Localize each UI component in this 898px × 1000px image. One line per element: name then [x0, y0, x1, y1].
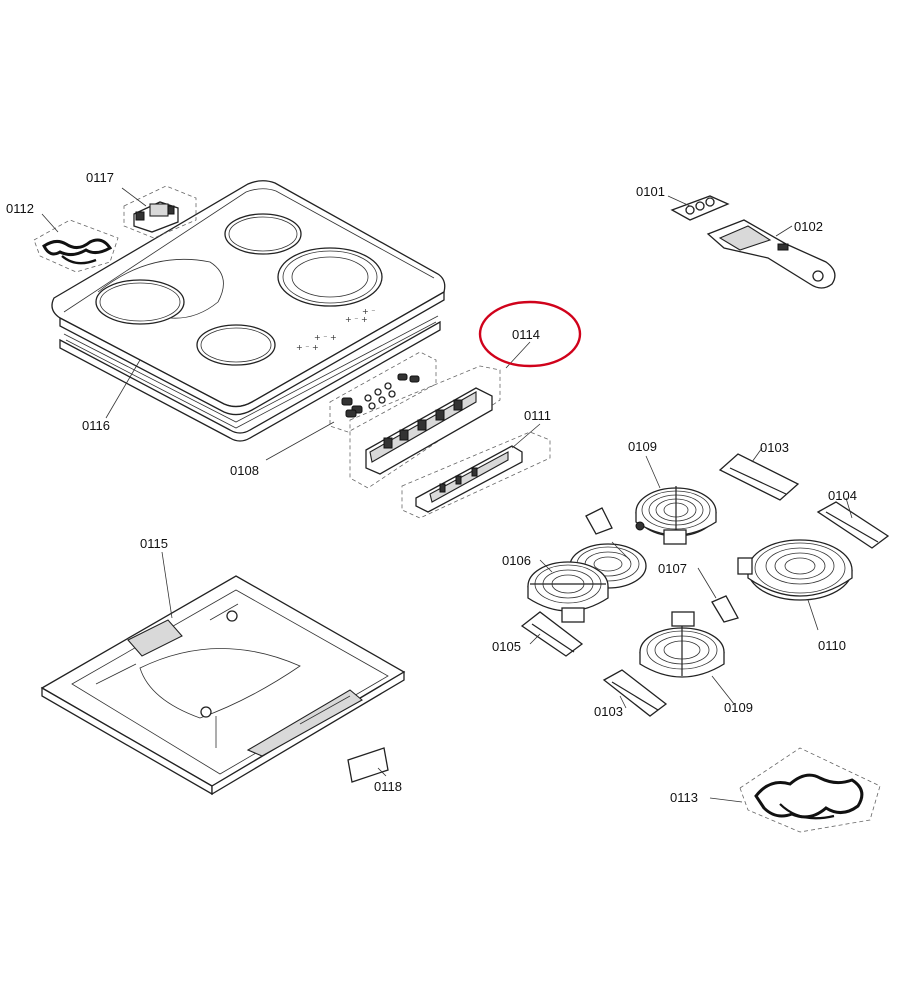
leader-lines [41, 187, 853, 803]
label-0106: 0106 [502, 553, 531, 568]
label-0116: 0116 [82, 418, 110, 433]
label-0105: 0105 [492, 639, 521, 654]
cable-harness-0113 [739, 747, 881, 833]
svg-text:+ ⁻ +: + ⁻ + [345, 315, 368, 324]
label-0115: 0115 [140, 536, 168, 551]
label-0113: 0113 [670, 790, 698, 805]
heating-element-0106-dual [527, 543, 647, 623]
label-0103-top: 0103 [760, 440, 789, 455]
svg-text:+ ⁻ +: + ⁻ + [296, 343, 319, 352]
label-0102: 0102 [794, 219, 823, 234]
label-0103-bottom: 0103 [594, 704, 623, 719]
part-labels: 0101 0102 0103 0103 0104 0105 0106 0107 … [6, 170, 857, 805]
scraper-0102 [706, 219, 836, 289]
svg-text:+ ⁻: + ⁻ [362, 307, 375, 316]
heating-element-0109-top [635, 486, 717, 545]
bracket-0111 [401, 431, 551, 519]
label-0112: 0112 [6, 201, 34, 216]
sensor-0117 [123, 185, 197, 239]
label-0101: 0101 [636, 184, 665, 199]
label-0111: 0111 [524, 408, 551, 423]
label-0114: 0114 [512, 327, 540, 342]
control-board-0114 [349, 365, 501, 489]
bracket-0111-pins [439, 467, 478, 493]
control-board-components [383, 399, 463, 449]
highlight-circle [478, 300, 582, 368]
cooktop-glass-top: + ⁻ + + ⁻ + + ⁻ + + ⁻ [51, 180, 446, 416]
label-0108: 0108 [230, 463, 259, 478]
gasket-frame [59, 315, 441, 442]
label-0104: 0104 [828, 488, 857, 503]
rating-label-0118 [347, 747, 389, 783]
label-0107: 0107 [658, 561, 687, 576]
label-0118: 0118 [374, 779, 402, 794]
clip-0104 [816, 501, 890, 549]
label-0109-top: 0109 [628, 439, 657, 454]
label-0117: 0117 [86, 170, 114, 185]
heating-element-0110-large [737, 539, 853, 601]
seal-plate-0101 [670, 195, 730, 221]
heating-element-0109-bottom [639, 611, 725, 678]
control-buttons-group [329, 351, 437, 433]
clip-0103-bottom [602, 669, 668, 717]
clip-0103-top [718, 453, 800, 501]
clip-0105 [520, 611, 584, 657]
label-0109-bottom: 0109 [724, 700, 753, 715]
touch-control-symbols: + ⁻ + + ⁻ + + ⁻ + + ⁻ [296, 307, 375, 352]
svg-text:+ ⁻ +: + ⁻ + [314, 333, 337, 342]
label-0110: 0110 [818, 638, 846, 653]
cable-harness-0112 [33, 219, 119, 273]
wire-clips-0107 [585, 507, 739, 623]
